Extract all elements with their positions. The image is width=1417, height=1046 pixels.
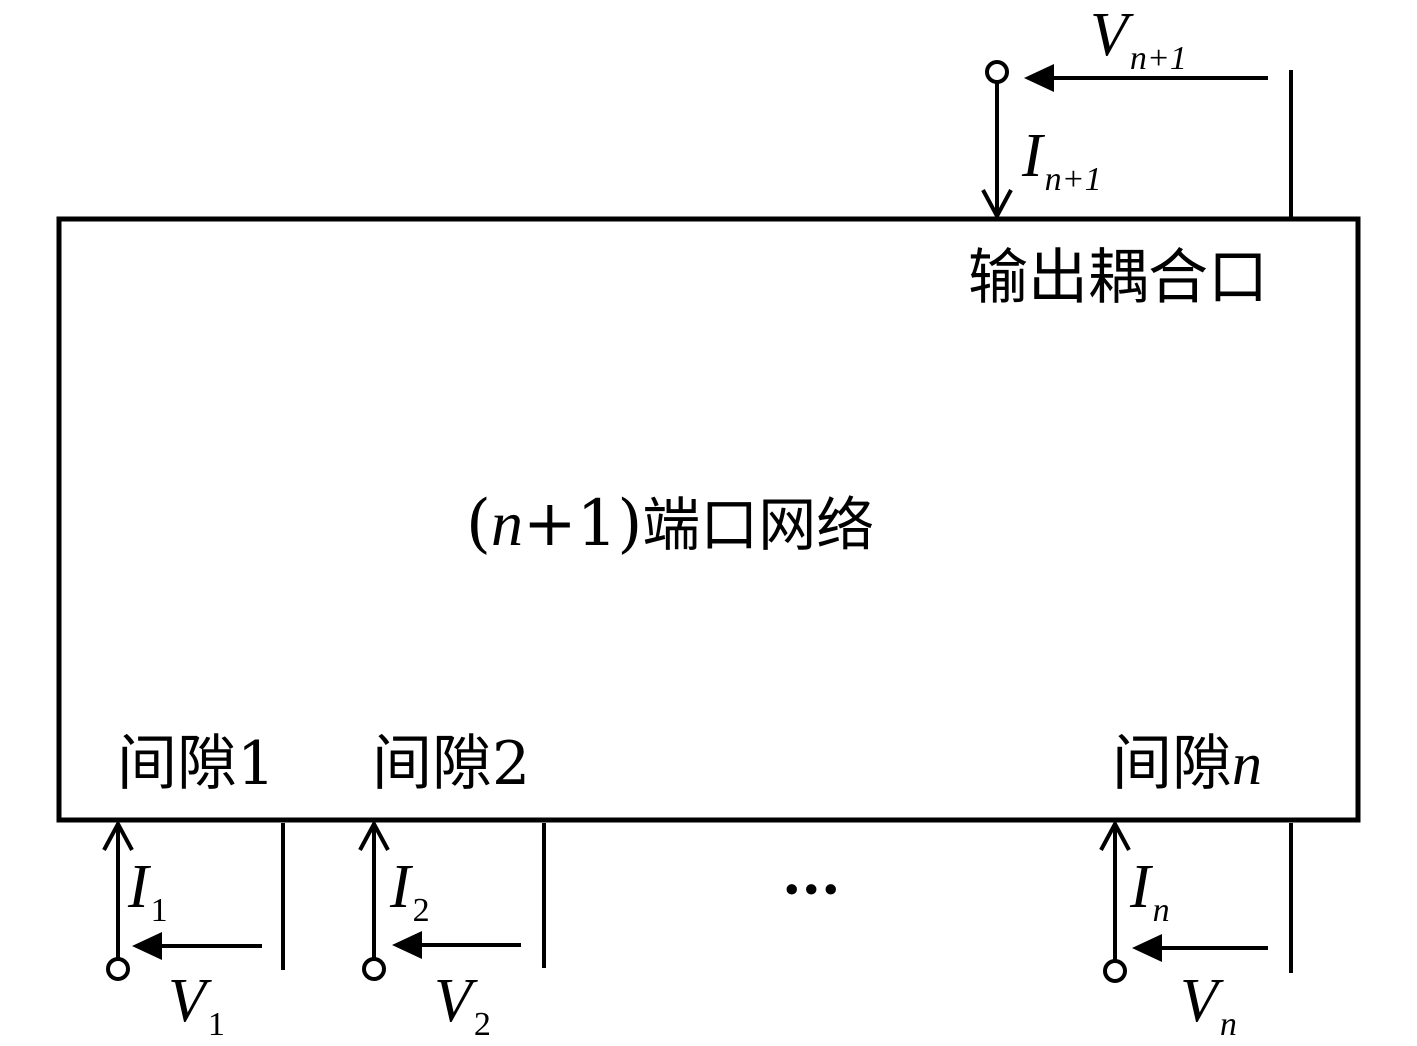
gap-n-voltage-sub: n [1219, 1006, 1237, 1043]
output-voltage-sub: n+1 [1129, 40, 1187, 77]
output-voltage-symbol: V [1090, 1, 1128, 69]
gap-n-voltage-arrow [1132, 934, 1268, 962]
gap-1-terminal [106, 957, 130, 981]
gap-n-current-label: In [1130, 853, 1170, 928]
output-current-arrow [981, 83, 1013, 221]
gap-2-voltage-label: V2 [434, 967, 491, 1042]
gap-2-voltage-arrow [392, 931, 521, 959]
gap-2-voltage-sub: 2 [473, 1006, 491, 1043]
gap-2-current-arrow [358, 819, 390, 958]
gap-2-current-label: I2 [390, 853, 430, 928]
gap-1-voltage-label: V1 [168, 967, 225, 1042]
gap-1-current-symbol: I [128, 853, 149, 921]
gap-2-label-cjk: 间隙 [372, 729, 492, 799]
gap-2-current-sub: 2 [412, 892, 430, 929]
network-title-paren: ( [466, 487, 491, 561]
network-title-n: n [490, 488, 523, 559]
gap-n-voltage-label: Vn [1180, 967, 1237, 1042]
gap-2-voltage-symbol: V [434, 967, 472, 1035]
gap-n-terminal [1103, 959, 1127, 983]
network-title-plus1: +1) [522, 487, 643, 561]
gap-1-current-label: I1 [128, 853, 168, 928]
gap-n-current-arrow [1099, 819, 1131, 960]
output-port-terminal [985, 60, 1009, 84]
output-current-symbol: I [1022, 122, 1043, 190]
network-title: (n+1)端口网络 [466, 491, 875, 559]
output-port-label: 输出耦合口 [968, 243, 1268, 313]
output-voltage-arrow [1024, 64, 1268, 92]
gap-1-voltage-arrow [132, 932, 262, 960]
ellipsis: ··· [782, 857, 841, 923]
gap-1-label-idx: 1 [237, 729, 276, 799]
gap-1-voltage-sub: 1 [207, 1006, 225, 1043]
gap-n-label-cjk: 间隙 [1112, 729, 1232, 799]
gap-2-terminal [362, 957, 386, 981]
gap-1-label-cjk: 间隙 [117, 729, 237, 799]
gap-n-label-idx: n [1232, 731, 1262, 797]
gap-2-label-idx: 2 [492, 729, 531, 799]
gap-n-voltage-symbol: V [1180, 967, 1218, 1035]
gap-n-label: 间隙n [1112, 734, 1262, 794]
output-voltage-label: Vn+1 [1090, 1, 1187, 76]
gap-1-label: 间隙1 [117, 734, 275, 794]
output-current-label: In+1 [1022, 122, 1102, 197]
network-title-cjk: 端口网络 [642, 491, 875, 559]
gap-1-current-arrow [102, 819, 134, 958]
gap-n-current-symbol: I [1130, 853, 1151, 921]
output-current-sub: n+1 [1044, 161, 1102, 198]
gap-1-voltage-symbol: V [168, 967, 206, 1035]
network-box [56, 216, 1361, 823]
gap-2-current-symbol: I [390, 853, 411, 921]
gap-n-current-sub: n [1152, 892, 1170, 929]
gap-1-current-sub: 1 [150, 892, 168, 929]
gap-2-label: 间隙2 [372, 734, 530, 794]
